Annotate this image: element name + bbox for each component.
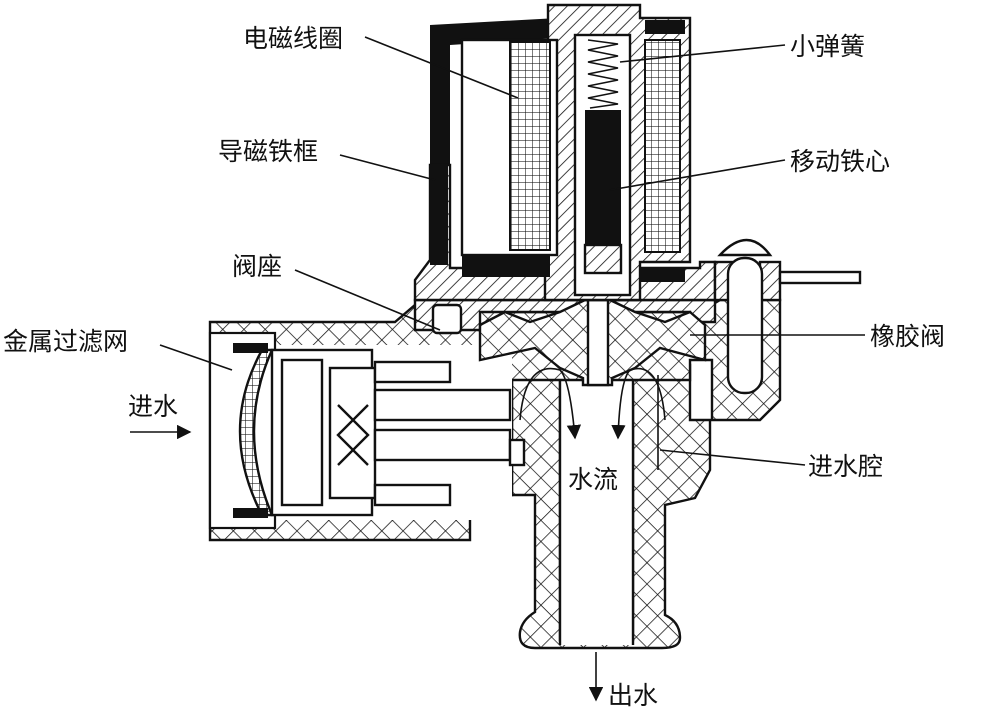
label-water-out: 出水 [608,681,658,710]
label-coil: 电磁线圈 [243,24,343,53]
terminal [713,238,862,395]
leader-lines [159,36,865,466]
coil-housing [413,3,717,302]
label-water-flow: 水流 [568,465,618,494]
label-water-in: 进水 [128,392,178,421]
label-moving-core: 移动铁心 [790,147,890,176]
label-metal-filter: 金属过滤网 [3,327,128,356]
outlet-pipe [510,363,712,650]
flow-arrows [130,367,666,702]
moving-core [583,110,623,275]
label-inlet-chamber: 进水腔 [808,452,883,481]
small-spring [587,39,619,109]
label-magnetic-frame: 导磁铁框 [218,137,318,166]
rubber-valve [478,298,707,387]
label-small-spring: 小弹簧 [790,32,865,61]
label-rubber-valve: 橡胶阀 [870,322,945,351]
label-valve-seat: 阀座 [232,252,282,281]
metal-filter [233,343,526,518]
